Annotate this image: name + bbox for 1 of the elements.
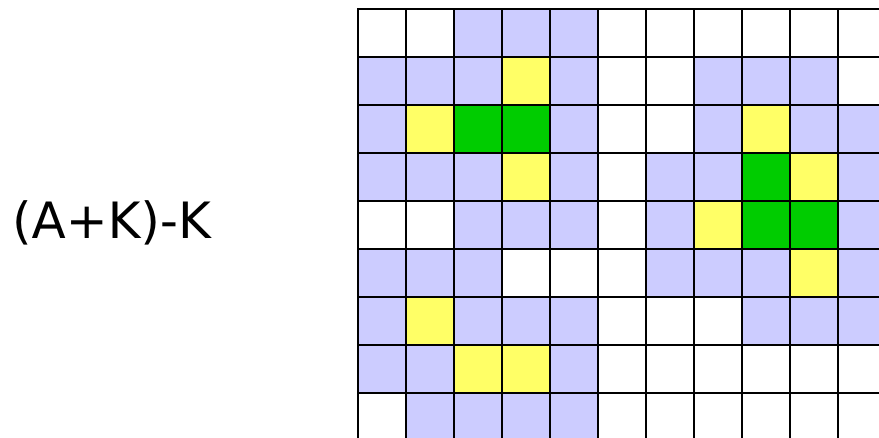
formula-label: (A+K)-K [12,196,211,246]
